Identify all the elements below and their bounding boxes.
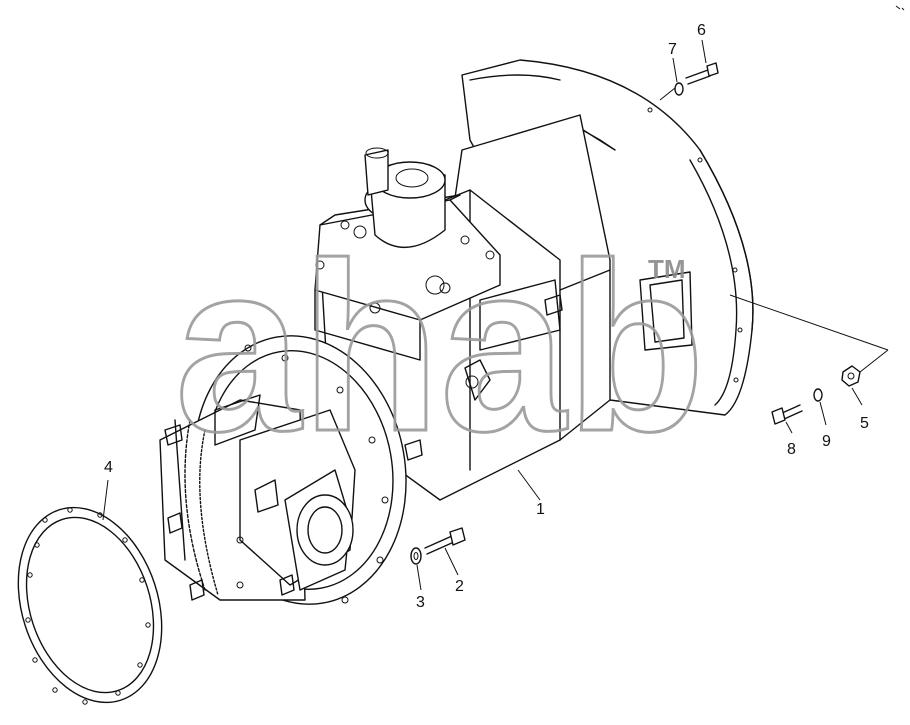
- corner-mark: [895, 5, 905, 11]
- leader-lines: [102, 39, 889, 591]
- callouts: 1 2 3 4 5 6 7 8 9: [104, 22, 869, 611]
- washer-item-3: [410, 547, 422, 565]
- control-valve-block: [314, 147, 501, 361]
- callout-7: 7: [668, 41, 677, 58]
- callout-5: 5: [860, 415, 869, 432]
- watermark: ahab TM: [174, 212, 707, 483]
- nut-item-5: [841, 365, 861, 387]
- front-flange-gear: [159, 335, 407, 605]
- callout-9: 9: [822, 433, 831, 450]
- watermark-trademark: TM: [648, 254, 686, 284]
- bolt-item-6: [685, 62, 719, 85]
- washer-item-7: [674, 82, 684, 96]
- callout-8: 8: [787, 441, 796, 458]
- callout-2: 2: [455, 578, 464, 595]
- callout-1: 1: [536, 501, 545, 518]
- callout-3: 3: [416, 594, 425, 611]
- bolt-item-2: [424, 527, 466, 555]
- watermark-text: ahab: [175, 213, 705, 481]
- callout-4: 4: [104, 459, 113, 476]
- gasket: [17, 506, 163, 705]
- callout-6: 6: [697, 22, 706, 39]
- washer-item-9: [813, 388, 823, 402]
- bolt-item-8: [771, 404, 803, 425]
